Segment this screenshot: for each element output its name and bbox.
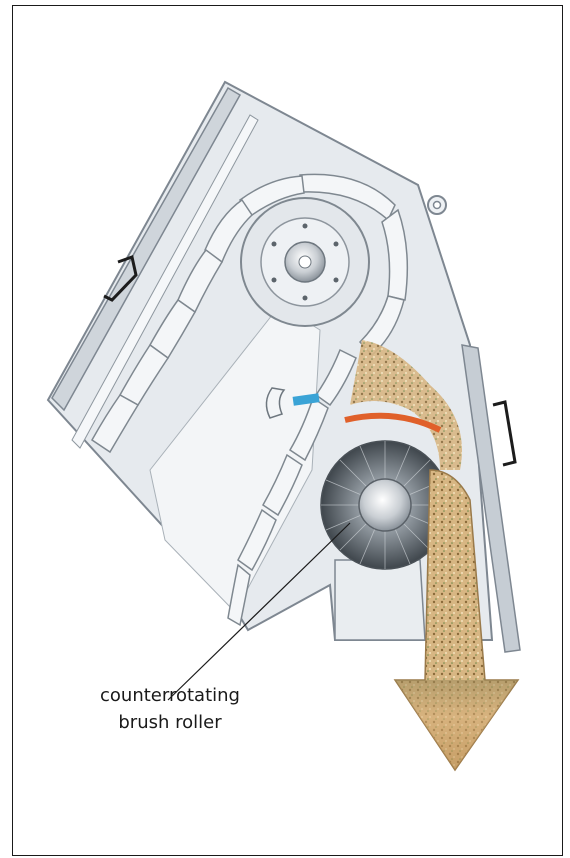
callout-label-line1: counterrotating: [60, 683, 280, 709]
callout-label-line2: brush roller: [60, 710, 280, 736]
